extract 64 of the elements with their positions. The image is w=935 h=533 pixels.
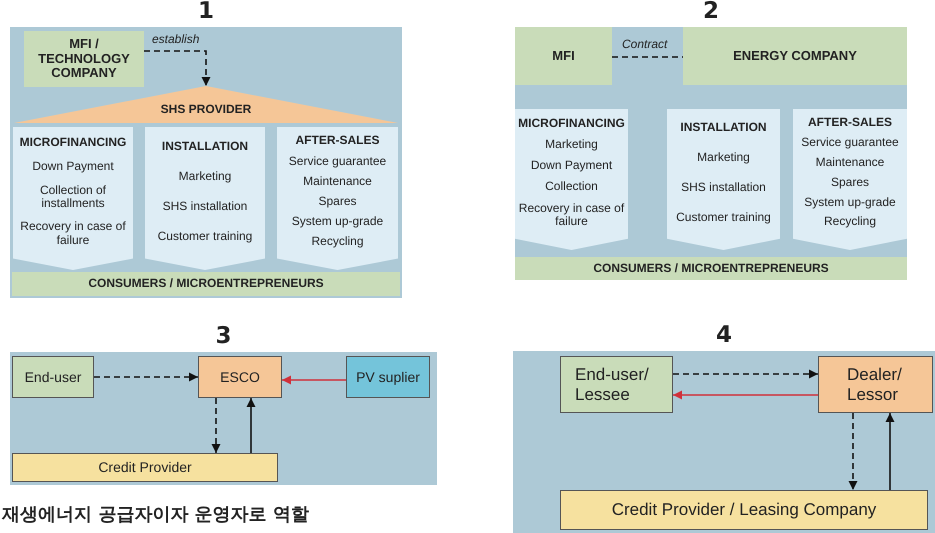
edge-label: Contract bbox=[620, 37, 670, 51]
list-item: Down Payment bbox=[530, 159, 612, 172]
label-box: End-user bbox=[12, 356, 94, 398]
arrow bbox=[282, 376, 346, 384]
roof-shape: SHS PROVIDER bbox=[14, 86, 398, 123]
list-item: SHS installation bbox=[162, 200, 248, 214]
column-heading: MICROFINANCING bbox=[20, 136, 126, 150]
edge-label: establish bbox=[150, 32, 202, 46]
panel-number: 1 bbox=[196, 0, 215, 25]
band: CONSUMERS / MICROENTREPRENEURS bbox=[12, 272, 400, 296]
list-item: Recovery in case of failure bbox=[19, 220, 127, 247]
column-heading: AFTER-SALES bbox=[296, 134, 380, 148]
list-item: Maintenance bbox=[303, 174, 372, 188]
list-item: Customer training bbox=[676, 210, 771, 224]
list-item: System up-grade bbox=[292, 215, 384, 228]
list-item: Down Payment bbox=[32, 160, 114, 174]
column-heading: MICROFINANCING bbox=[518, 116, 625, 130]
column-box bbox=[13, 127, 133, 270]
list-item: Maintenance bbox=[816, 156, 884, 170]
arrow bbox=[886, 413, 894, 490]
column-heading: INSTALLATION bbox=[680, 121, 767, 134]
list-item: Spares bbox=[830, 176, 870, 189]
list-item: Recycling bbox=[824, 215, 876, 229]
arrow bbox=[848, 413, 858, 490]
arrow bbox=[246, 398, 256, 453]
panel-number: 2 bbox=[702, 0, 720, 25]
label-box: MFI / TECHNOLOGY COMPANY bbox=[24, 31, 144, 87]
list-item: Spares bbox=[318, 194, 357, 208]
arrow bbox=[144, 50, 210, 86]
list-item: Marketing bbox=[545, 138, 598, 152]
column-box bbox=[667, 109, 780, 250]
column-box bbox=[277, 127, 398, 270]
list-item: Collection of installments bbox=[38, 184, 108, 210]
column-box bbox=[145, 127, 265, 270]
label-box: PV suplier bbox=[346, 356, 430, 398]
list-item: System up-grade bbox=[804, 196, 896, 209]
label-box: ESCO bbox=[198, 356, 282, 398]
arrow bbox=[212, 398, 220, 453]
arrow bbox=[673, 370, 818, 378]
list-item: Marketing bbox=[697, 151, 750, 164]
panel-number: 3 bbox=[214, 322, 232, 350]
arrow bbox=[94, 372, 198, 382]
column-heading: AFTER-SALES bbox=[808, 116, 892, 130]
list-item: Marketing bbox=[178, 170, 232, 183]
panel-number: 4 bbox=[714, 321, 733, 349]
list-item: Recovery in case of failure bbox=[518, 202, 626, 228]
label-box: Dealer/ Lessor bbox=[818, 356, 933, 413]
caption: 재생에너지 공급자이자 운영자로 역할 bbox=[2, 503, 309, 527]
list-item: Collection bbox=[545, 180, 598, 194]
list-item: Customer training bbox=[158, 230, 252, 244]
arrow bbox=[673, 390, 818, 400]
label-box: Credit Provider / Leasing Company bbox=[560, 490, 928, 530]
list-item: SHS installation bbox=[681, 180, 766, 194]
column-box bbox=[515, 109, 628, 250]
list-item: Recycling bbox=[311, 235, 364, 248]
label-box: ENERGY COMPANY bbox=[683, 27, 907, 85]
label-box: Credit Provider bbox=[12, 453, 278, 482]
band: CONSUMERS / MICROENTREPRENEURS bbox=[515, 257, 907, 280]
column-heading: INSTALLATION bbox=[162, 140, 248, 153]
list-item: Service guarantee bbox=[801, 136, 899, 150]
label-box: End-user/ Lessee bbox=[560, 356, 673, 413]
column-box bbox=[793, 109, 907, 250]
list-item: Service guarantee bbox=[288, 154, 386, 168]
label-box: MFI bbox=[515, 27, 612, 85]
